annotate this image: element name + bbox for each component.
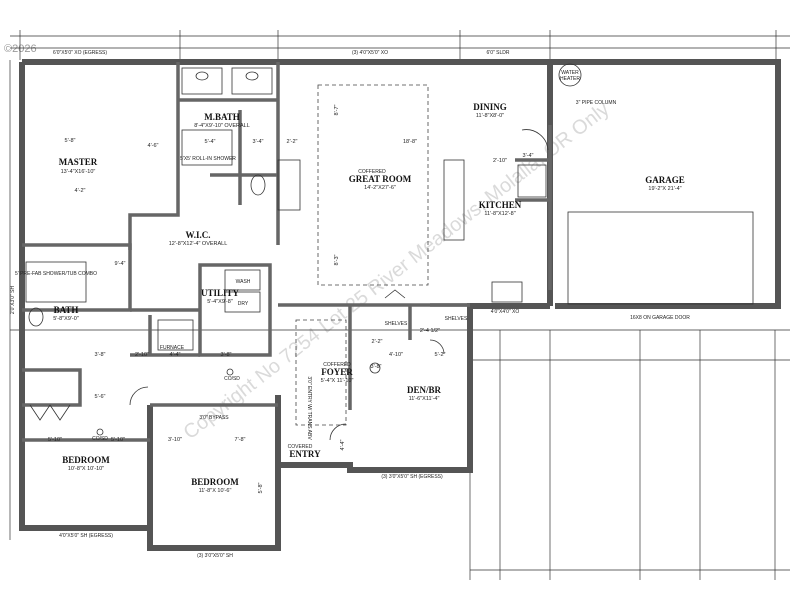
room-name-bedroom-1: BEDROOM <box>62 455 110 465</box>
room-name-foyer: FOYER <box>321 367 353 377</box>
dim-label: 5'-8" <box>65 138 76 144</box>
dim-label: 2'-10" <box>493 158 507 164</box>
note-co-det-1: CO/SD <box>92 436 108 442</box>
room-name-great-room: GREAT ROOM <box>349 174 412 184</box>
note-bottom-window-right: (3) 3'0"X5'0" SH (EGRESS) <box>381 474 443 480</box>
dim-label: 8'-3" <box>334 254 340 265</box>
room-name-garage: GARAGE <box>645 175 685 185</box>
dim-label: 3'-8" <box>221 352 232 358</box>
note-roll-in-shower: 5'X5' ROLL-IN SHOWER <box>180 156 236 162</box>
note-coffered-foyer: COFFERED <box>323 362 351 368</box>
note-bottom-window-left: 4'0"X5'0" SH (EGRESS) <box>59 533 113 539</box>
room-name-wic: W.I.C. <box>186 230 211 240</box>
room-size-great-room: 14'-2"X27'-6" <box>364 185 396 191</box>
note-water-heater-2: HEATER <box>560 76 580 82</box>
room-size-garage: 19'-2"X 21'-4" <box>648 186 681 192</box>
room-size-wic: 12'-8"X12'-4" OVERALL <box>169 241 228 247</box>
note-garage-door: 16X8 ON GARAGE DOOR <box>630 315 690 321</box>
dim-label: 5'-8" <box>258 482 264 493</box>
note-entry-door: 3'0" ENTRY W/ TRANS ABV <box>306 376 312 440</box>
note-shelves-2: SHELVES <box>445 316 468 322</box>
room-size-bedroom-1: 10'-8"X 10'-10" <box>68 466 104 472</box>
room-size-utility: 5'-4"X9'-8" <box>207 299 233 305</box>
dim-label: 2'-10" <box>135 352 149 358</box>
room-size-master: 13'-4"X16'-10" <box>61 169 96 175</box>
room-labels: MASTER 13'-4"X16'-10" M.BATH 8'-4"X9'-10… <box>53 102 685 494</box>
dim-label: 5'-4" <box>205 139 216 145</box>
note-dry: DRY <box>238 301 249 307</box>
note-bath-window: 2'0"X3'0" SH <box>10 285 16 314</box>
dim-label: 4'-4" <box>170 352 181 358</box>
dim-label: 4'-4" <box>340 439 346 450</box>
dim-label: 4'-10" <box>389 352 403 358</box>
dim-label: 2'-2" <box>287 139 298 145</box>
plan-notes: WATER HEATER 3" PIPE COLUMN 16X8 ON GARA… <box>10 50 690 559</box>
note-shelves-1: SHELVES <box>385 321 408 327</box>
dim-label: 8'-7" <box>334 104 340 115</box>
room-name-entry: ENTRY <box>289 449 321 459</box>
room-name-utility: UTILITY <box>201 288 240 298</box>
note-pipe-column: 3" PIPE COLUMN <box>576 100 617 106</box>
room-size-dining: 11'-8"X8'-0" <box>476 113 504 119</box>
note-bypass: 3'0" BYPASS <box>199 415 229 421</box>
interior-walls <box>22 62 552 442</box>
room-size-kitchen: 11'-8"X12'-8" <box>484 211 515 217</box>
room-size-mbath: 8'-4"X9'-10" OVERALL <box>194 123 250 129</box>
room-name-dining: DINING <box>473 102 507 112</box>
note-top-window-right: 6'0" SLDR <box>486 50 509 56</box>
note-wash: WASH <box>236 279 251 285</box>
dim-label: 3'-4" <box>523 153 534 159</box>
dim-label: 3'-4" <box>253 139 264 145</box>
room-name-kitchen: KITCHEN <box>479 200 522 210</box>
dim-label: 3'-8" <box>95 352 106 358</box>
note-bottom-window-mid: (3) 3'0"X5'0" SH <box>197 553 233 559</box>
dim-label: 2'-2" <box>372 339 383 345</box>
dim-label: 4'-2" <box>75 188 86 194</box>
room-name-mbath: M.BATH <box>204 112 240 122</box>
dim-label: 7'-8" <box>235 437 246 443</box>
dim-label: 18'-8" <box>403 139 417 145</box>
dim-label: 2'-4 1/2" <box>420 328 440 334</box>
room-size-den: 11'-6"X11'-4" <box>409 396 440 402</box>
dim-label: 3'-8" <box>371 364 382 370</box>
room-size-bath: 5'-8"X9'-0" <box>53 316 79 322</box>
note-shower-tub: 5' PRE-FAB SHOWER/TUB COMBO <box>15 271 97 277</box>
room-size-foyer: 5'-4"X 11'-10" <box>321 378 354 384</box>
fixtures <box>25 63 754 441</box>
room-name-bedroom-2: BEDROOM <box>191 477 239 487</box>
dim-label: 3'-10" <box>168 437 182 443</box>
room-name-den: DEN/BR <box>407 385 442 395</box>
dim-label: 9'-4" <box>115 261 126 267</box>
dim-label: 4'-6" <box>148 143 159 149</box>
note-top-window-left: 6'0"X5'0" XO (EGRESS) <box>53 50 107 56</box>
dim-label: 5'-10" <box>48 437 62 443</box>
note-water-heater-1: WATER <box>561 70 579 76</box>
note-co-det-2: CO/SD <box>224 376 240 382</box>
dim-label: 5'-6" <box>95 394 106 400</box>
note-furnace: FURNACE <box>160 345 185 351</box>
note-coffered-great: COFFERED <box>358 169 386 175</box>
dimension-strings: 5'-8" 4'-6" 5'-4" 3'-4" 2'-2" 18'-8" 9'-… <box>48 104 534 493</box>
dimension-lines <box>9 30 790 580</box>
note-garage-window: 4'0"X4'0" XO <box>491 309 520 315</box>
dim-label: 5'-10" <box>111 437 125 443</box>
room-name-bath: BATH <box>54 305 79 315</box>
dim-label: 5'-2" <box>435 352 446 358</box>
note-covered-entry: COVERED <box>288 444 313 450</box>
note-top-window-mid: (3) 4'0"X5'0" XO <box>352 50 388 56</box>
room-name-master: MASTER <box>59 157 98 167</box>
room-size-bedroom-2: 11'-8"X 10'-6" <box>199 488 232 494</box>
